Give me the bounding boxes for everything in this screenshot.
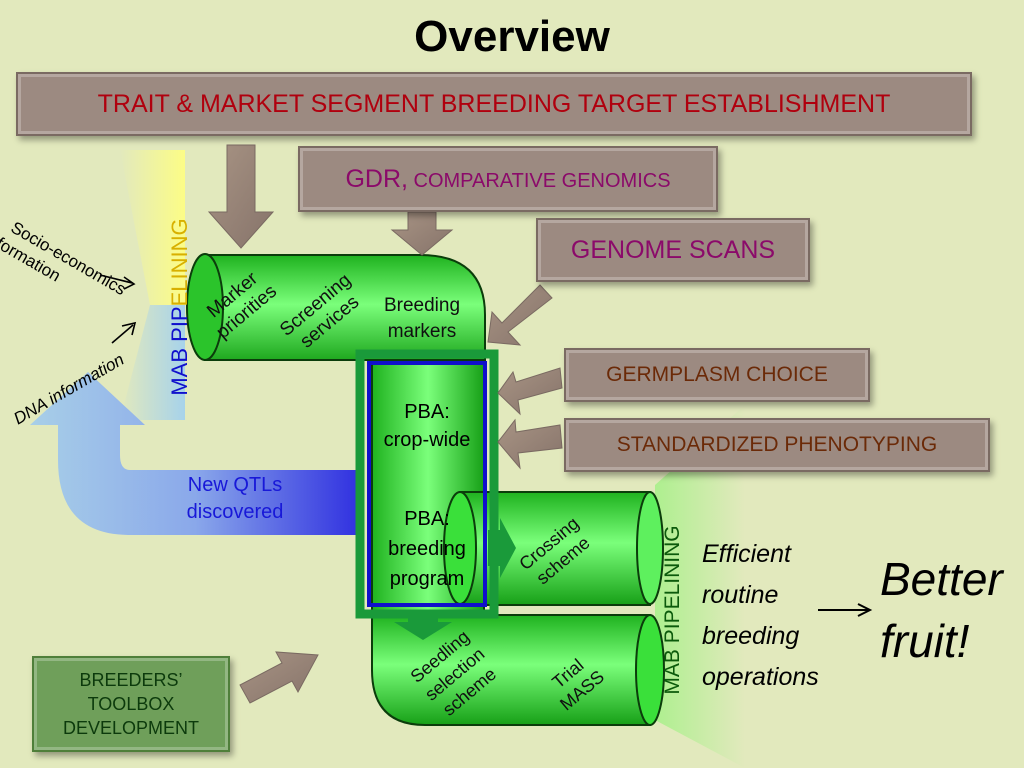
breeders-toolbox-box: BREEDERS’ TOOLBOX DEVELOPMENT — [32, 656, 230, 752]
pba-program-line-3: program — [389, 568, 465, 590]
pba-program-line-2: breeding — [388, 538, 466, 560]
socio-arrow-head — [123, 276, 136, 290]
arrow-trait-down — [207, 144, 275, 249]
gdr-box: GDR, COMPARATIVE GENOMICS — [298, 146, 718, 212]
pba-crop-line-2: crop-wide — [383, 429, 471, 451]
green-cone — [655, 405, 745, 768]
gdr-main: GDR, — [345, 164, 408, 193]
phenotyping-text: STANDARDIZED PHENOTYPING — [616, 433, 938, 456]
qtl-feedback-arrow — [30, 372, 360, 535]
better-fruit-arrow-head — [857, 603, 873, 617]
qtl-line-2: discovered — [186, 501, 284, 523]
toolbox-line-2: TOOLBOX — [87, 694, 175, 714]
top-pipe-end — [186, 253, 224, 361]
arrow-toolbox — [239, 651, 319, 704]
breeding-markers-line-1: Breeding — [383, 295, 461, 316]
pba-crop-line-1: PBA: — [404, 401, 450, 423]
page-title: Overview — [414, 12, 610, 61]
gdr-sub: COMPARATIVE GENOMICS — [407, 169, 671, 192]
yellow-glow — [120, 150, 185, 305]
toolbox-line-1: BREEDERS’ — [79, 670, 183, 690]
arrow-genome-scans — [487, 284, 553, 346]
breeding-markers-line-2: markers — [387, 321, 457, 342]
efficient-line-4: operations — [702, 663, 819, 691]
mab-pipelining-left: MAB PIPELINING — [167, 197, 193, 417]
trait-market-banner: TRAIT & MARKET SEGMENT BREEDING TARGET E… — [16, 72, 972, 136]
genome-scans-box: GENOME SCANS — [536, 218, 810, 282]
qtl-line-1: New QTLs — [187, 474, 283, 496]
new-qtls-label: New QTLs discovered — [160, 472, 310, 526]
toolbox-line-3: DEVELOPMENT — [62, 718, 200, 738]
gdr-text: GDR, COMPARATIVE GENOMICS — [345, 165, 670, 194]
better-fruit-label: Better fruit! — [880, 548, 1020, 672]
pba-program-line-1: PBA: — [404, 508, 450, 530]
trait-market-text: TRAIT & MARKET SEGMENT BREEDING TARGET E… — [97, 89, 891, 118]
efficient-line-2: routine — [702, 581, 779, 609]
mab-left-part-2: ELINING — [167, 218, 192, 307]
pba-inner-frame — [367, 361, 487, 607]
socio-arrow-line — [99, 274, 133, 284]
mab-pipelining-right: MAB PIPELINING — [661, 525, 684, 695]
pba-crop-wide-label: PBA: crop-wide — [370, 398, 484, 454]
pba-breeding-program-label: PBA: breeding program — [370, 504, 484, 594]
germplasm-text: GERMPLASM CHOICE — [606, 363, 828, 386]
phenotyping-box: STANDARDIZED PHENOTYPING — [564, 418, 990, 472]
bottom-pipe-end — [635, 614, 665, 726]
arrow-gdr-down — [390, 211, 454, 256]
crossing-pipe-end — [636, 491, 664, 605]
efficient-line-3: breeding — [702, 622, 800, 650]
dna-arrow-head — [121, 321, 137, 336]
efficient-line-1: Efficient — [702, 540, 791, 568]
mab-left-part-1: MAB PIP — [167, 306, 192, 396]
blue-glow — [120, 305, 185, 420]
better-fruit-line-2: fruit! — [880, 615, 970, 667]
efficient-operations-label: Efficient routine breeding operations — [702, 534, 842, 698]
bottom-pipe — [371, 614, 651, 726]
breeding-markers-label: Breeding markers — [370, 293, 474, 345]
germplasm-box: GERMPLASM CHOICE — [564, 348, 870, 402]
green-arrow-down — [394, 614, 452, 640]
arrow-phenotyping — [497, 418, 563, 470]
genome-scans-text: GENOME SCANS — [570, 235, 776, 264]
dna-arrow-line — [111, 324, 134, 344]
arrow-germplasm — [497, 367, 563, 416]
better-fruit-line-1: Better — [880, 553, 1003, 605]
pba-outer-frame — [355, 349, 499, 619]
